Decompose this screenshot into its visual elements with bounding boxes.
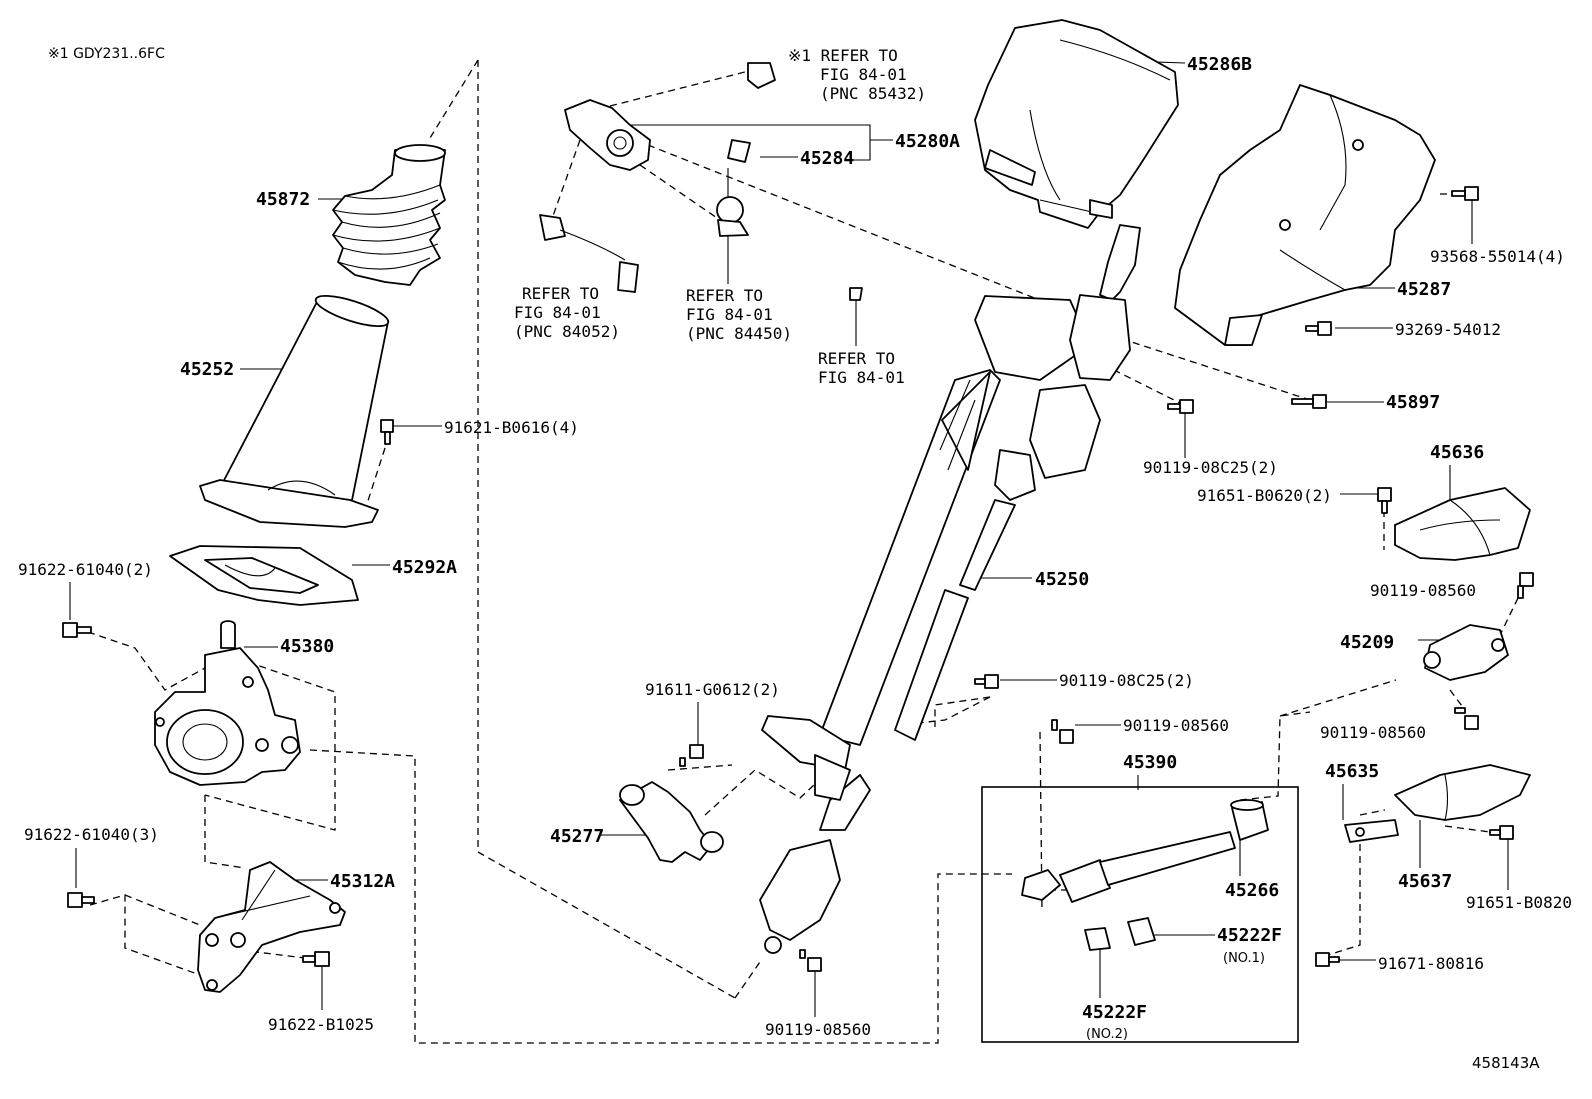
part-label-45637[interactable]: 45637	[1398, 871, 1452, 892]
ref-pnc-84052-line2[interactable]: FIG 84-01	[514, 303, 601, 322]
fastener-label-90119-08c25-b[interactable]: 90119-08C25(2)	[1059, 671, 1194, 690]
part-label-45280a[interactable]: 45280A	[895, 131, 960, 152]
bolt-icon	[1167, 399, 1194, 414]
part-label-45390[interactable]: 45390	[1123, 752, 1177, 773]
ref-pnc-84450-line1: REFER TO	[686, 286, 763, 305]
cover-45637[interactable]	[1394, 764, 1531, 821]
bolt-icon	[1291, 394, 1327, 409]
bolt-icon	[1377, 487, 1392, 514]
part-label-45312a[interactable]: 45312A	[330, 871, 395, 892]
fastener-label-93269-54012[interactable]: 93269-54012	[1395, 320, 1501, 339]
fastener-label-90119-08560-a[interactable]: 90119-08560	[1370, 581, 1476, 600]
part-label-45277[interactable]: 45277	[550, 826, 604, 847]
part-label-45286b[interactable]: 45286B	[1187, 54, 1252, 75]
ref-pnc-84450-line3: (PNC 84450)	[686, 324, 792, 343]
upper-cover-45286b[interactable]	[974, 19, 1179, 229]
bolt-icon	[62, 622, 92, 638]
assembly-guide-lines	[87, 59, 1519, 1044]
boot-45872[interactable]	[332, 144, 446, 286]
part-label-45380[interactable]: 45380	[280, 636, 334, 657]
model-note: ※1 GDY231..6FC	[48, 46, 165, 62]
bolt-icon	[1454, 707, 1479, 730]
gasket-45292a[interactable]	[169, 545, 359, 606]
ref-pnc-85432-line2[interactable]: FIG 84-01	[820, 65, 907, 84]
fastener-label-93568-55014[interactable]: 93568-55014(4)	[1430, 247, 1565, 266]
fastener-label-90119-08560-c[interactable]: 90119-08560	[1320, 723, 1426, 742]
part-label-45287[interactable]: 45287	[1397, 279, 1451, 300]
ignition-assembly-45280a[interactable]	[539, 62, 863, 301]
fastener-label-91671-80816[interactable]: 91671-80816	[1378, 954, 1484, 973]
bracket-45635[interactable]	[1344, 819, 1399, 843]
fastener-label-90119-08c25-a[interactable]: 90119-08C25(2)	[1143, 458, 1278, 477]
fastener-label-91622-b1025[interactable]: 91622-B1025	[268, 1015, 374, 1034]
part-label-45252[interactable]: 45252	[180, 359, 234, 380]
bolt-icon	[1305, 321, 1332, 336]
ref-pnc-84052-line1: REFER TO	[522, 284, 599, 303]
ref-pnc-84450-line2[interactable]: FIG 84-01	[686, 305, 773, 324]
part-label-45222f-no2[interactable]: 45222F	[1082, 1002, 1147, 1023]
bolt-icon	[380, 419, 394, 445]
fastener-label-91622-61040-3[interactable]: 91622-61040(3)	[24, 825, 159, 844]
bolt-icons	[62, 186, 1534, 972]
bracket-45312a[interactable]	[197, 861, 346, 993]
ref-fig-84-01-line2[interactable]: FIG 84-01	[818, 368, 905, 387]
fastener-label-90119-08560-b[interactable]: 90119-08560	[1123, 716, 1229, 735]
part-label-45284[interactable]: 45284	[800, 148, 854, 169]
bolt-icon	[1451, 186, 1479, 201]
clip-45222f-no1[interactable]	[1127, 917, 1156, 946]
part-sublabel-no1: (NO.1)	[1223, 951, 1265, 966]
mount-45380[interactable]	[154, 620, 301, 786]
part-label-45872[interactable]: 45872	[256, 189, 310, 210]
cover-45636[interactable]	[1394, 487, 1531, 561]
bolt-icon	[974, 674, 999, 689]
ref-fig-84-01-line1: REFER TO	[818, 349, 895, 368]
part-sublabel-no2: (NO.2)	[1086, 1027, 1128, 1042]
bolt-icon	[1489, 825, 1514, 840]
fastener-label-91621-b0616[interactable]: 91621-B0616(4)	[444, 418, 579, 437]
bolt-icon	[1051, 719, 1074, 744]
lower-cover-45287[interactable]	[1174, 84, 1436, 346]
bolt-icon	[1315, 952, 1340, 967]
bolt-icon	[799, 949, 822, 972]
diagram-id: 458143A	[1472, 1054, 1540, 1072]
bushing-45266[interactable]	[1230, 799, 1269, 841]
part-label-45635[interactable]: 45635	[1325, 761, 1379, 782]
ref-pnc-85432-line1: ※1 REFER TO	[788, 46, 898, 65]
part-label-45250[interactable]: 45250	[1035, 569, 1089, 590]
part-label-45897[interactable]: 45897	[1386, 392, 1440, 413]
fastener-label-91651-b0620[interactable]: 91651-B0620(2)	[1197, 486, 1332, 505]
fastener-label-91622-61040-2[interactable]: 91622-61040(2)	[18, 560, 153, 579]
part-label-45292a[interactable]: 45292A	[392, 557, 457, 578]
fastener-label-91611-g0612[interactable]: 91611-G0612(2)	[645, 680, 780, 699]
intermediate-shaft-45390[interactable]	[1021, 831, 1236, 903]
bolt-icon	[679, 744, 704, 767]
fastener-label-90119-08560-d[interactable]: 90119-08560	[765, 1020, 871, 1039]
part-label-45209[interactable]: 45209	[1340, 632, 1394, 653]
clip-45222f-no2[interactable]	[1084, 927, 1111, 951]
bracket-45277[interactable]	[619, 781, 724, 863]
ref-pnc-85432-line3: (PNC 85432)	[820, 84, 926, 103]
bolt-icon	[67, 892, 95, 908]
part-label-45222f-no1[interactable]: 45222F	[1217, 925, 1282, 946]
ref-pnc-84052-line3: (PNC 84052)	[514, 322, 620, 341]
part-label-45636[interactable]: 45636	[1430, 442, 1484, 463]
part-label-45266[interactable]: 45266	[1225, 880, 1279, 901]
tube-45252[interactable]	[199, 290, 391, 528]
assembly-45390-group-box	[981, 786, 1299, 1043]
bolt-icon	[302, 951, 330, 967]
fastener-label-91651-b0820[interactable]: 91651-B0820	[1466, 893, 1572, 912]
steering-column-45250[interactable]	[759, 224, 1141, 954]
bolt-icon	[1517, 572, 1534, 599]
joint-45209[interactable]	[1423, 624, 1509, 681]
